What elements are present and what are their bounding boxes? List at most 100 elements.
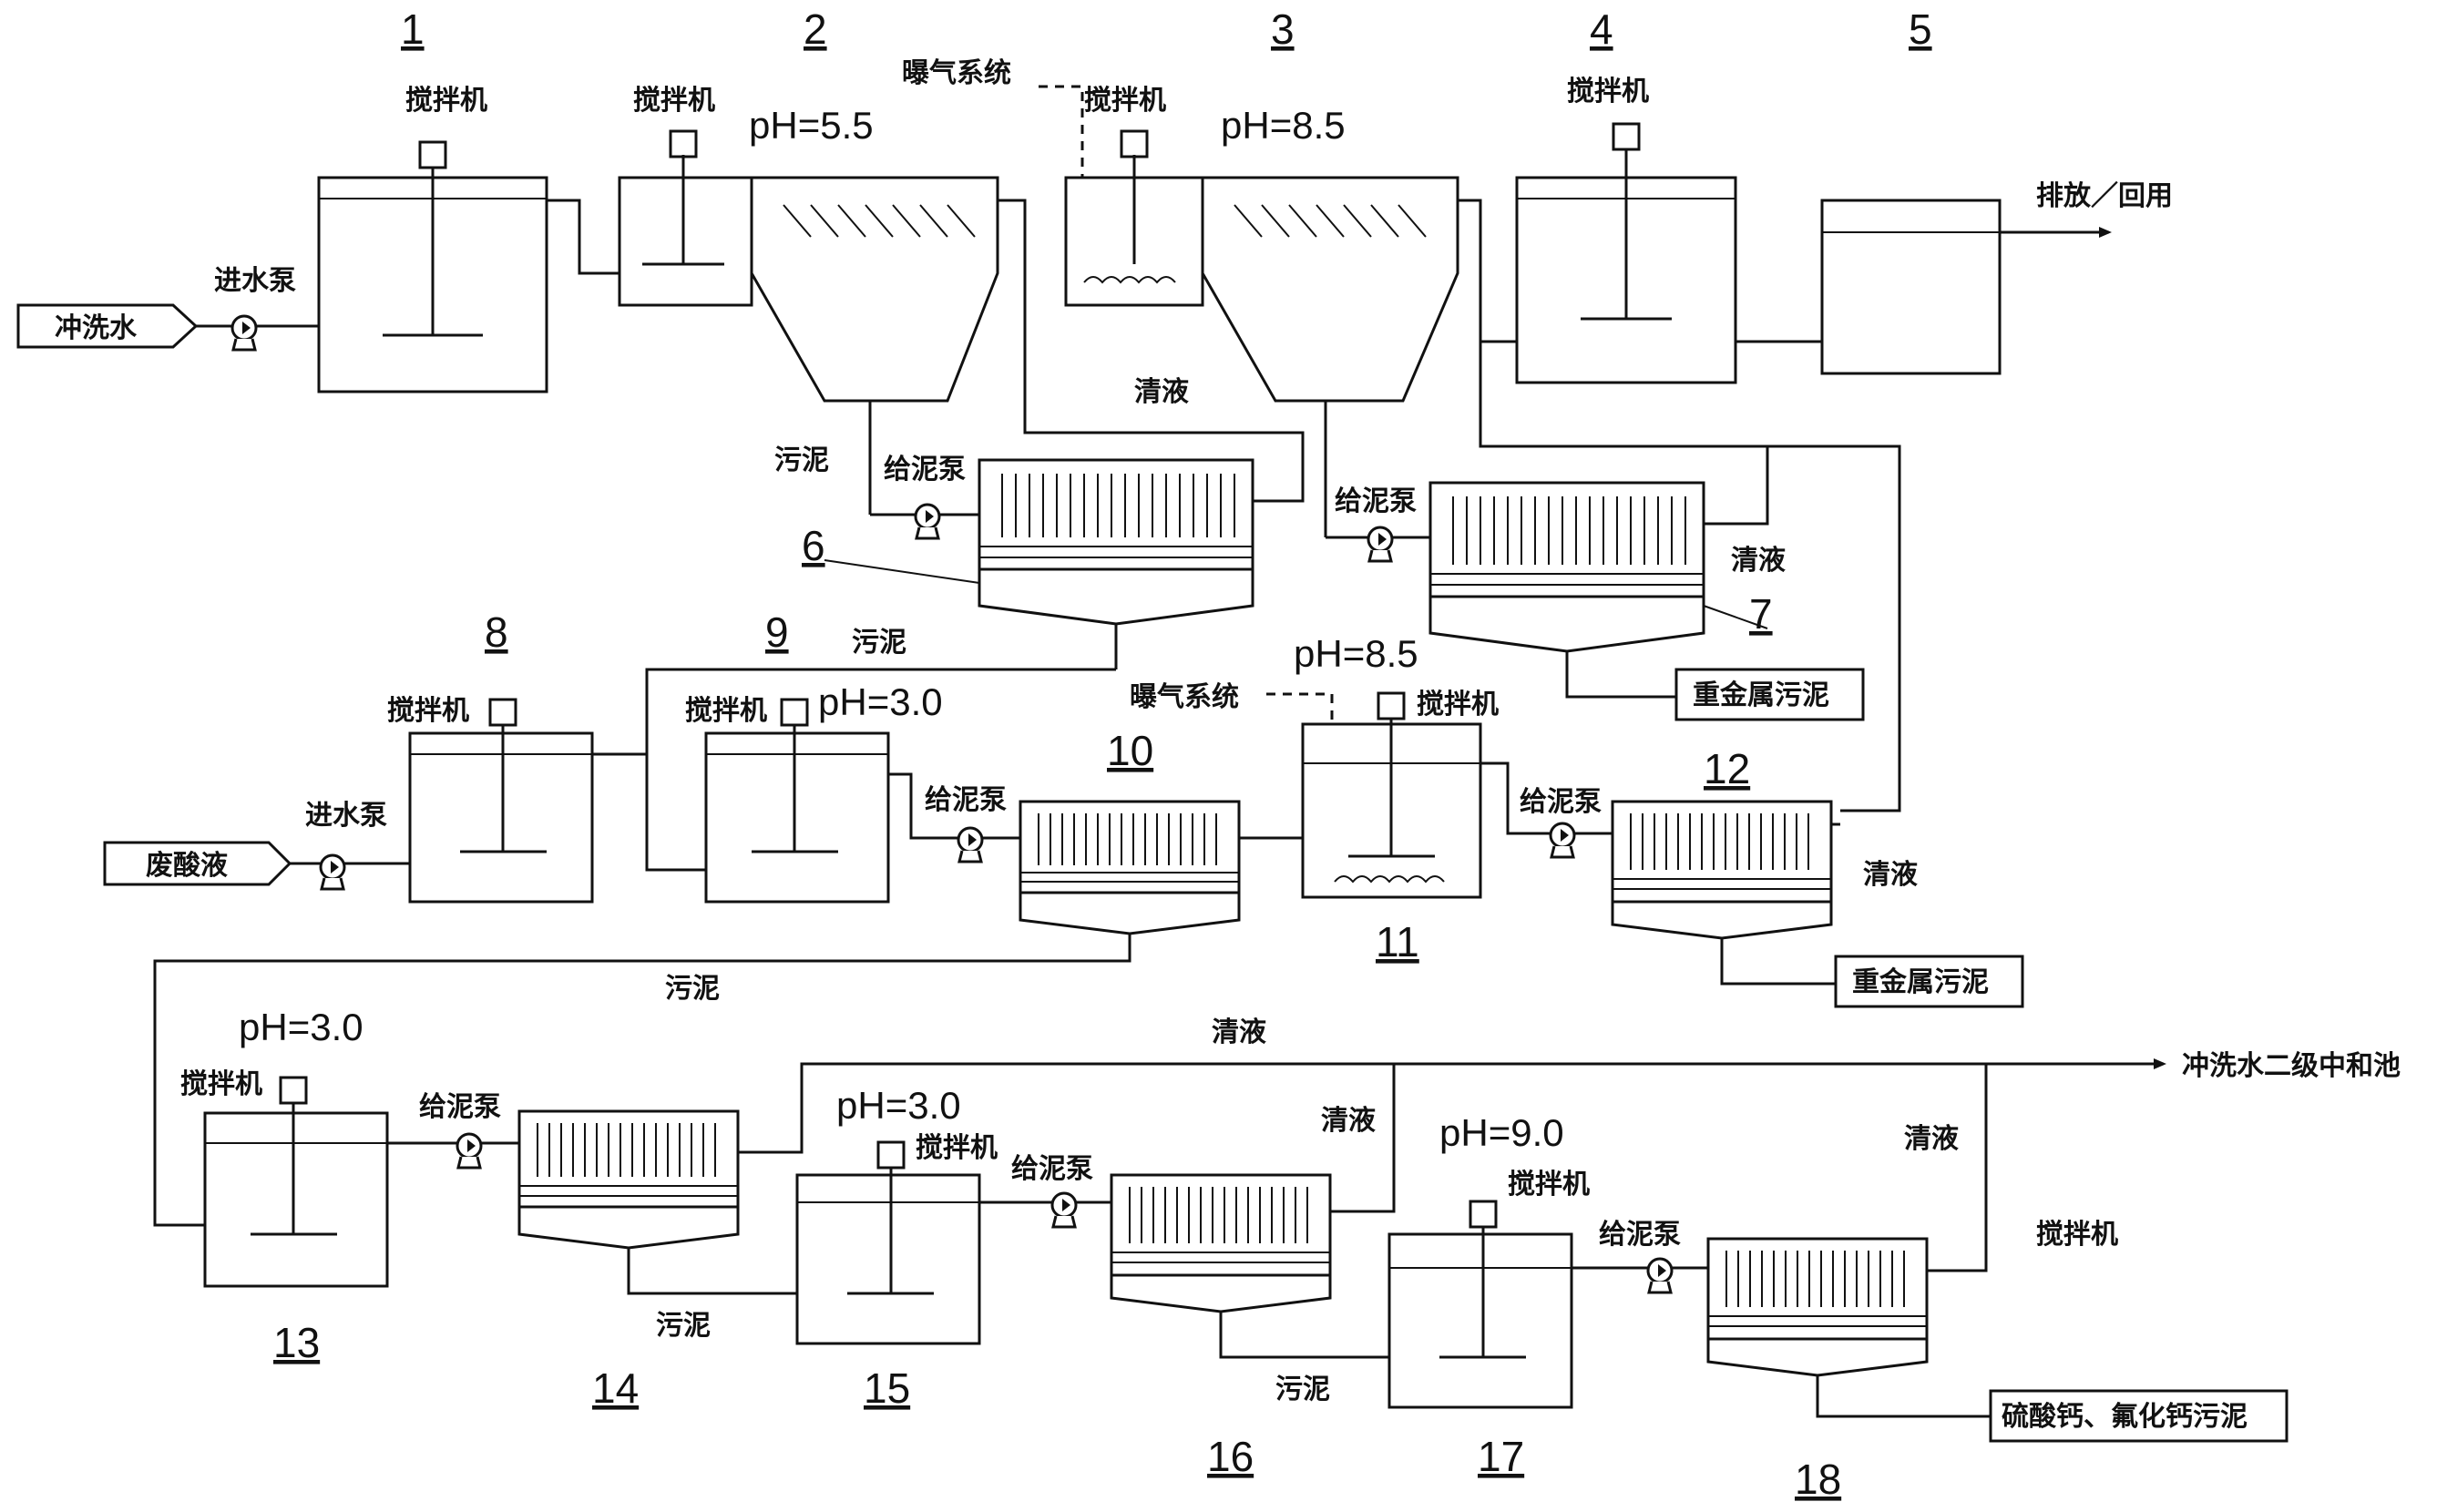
tank-13 [203, 1111, 389, 1288]
sludge-pump-label: 给泥泵 [419, 1091, 501, 1123]
ph-value-15: pH=3.0 [836, 1084, 961, 1127]
clear-liquid-label: 清液 [1321, 1105, 1376, 1137]
unit-number-5: 5 [1909, 5, 1932, 53]
unit-number-9: 9 [765, 608, 789, 656]
mixer-label: 搅拌机 [1567, 76, 1649, 107]
mixer-icon [1469, 1200, 1498, 1229]
sludge-pump-icon [1050, 1191, 1078, 1229]
sludge-label: 污泥 [852, 627, 906, 659]
inlet-pump-icon [230, 314, 258, 352]
heavy-metal-sludge-box [1674, 668, 1865, 721]
mixer-label: 搅拌机 [180, 1068, 262, 1100]
mixer-label: 搅拌机 [685, 695, 767, 727]
unit-number-12: 12 [1704, 745, 1750, 792]
unit-number-17: 17 [1478, 1433, 1524, 1480]
sludge-pump-label: 给泥泵 [1011, 1153, 1093, 1185]
clear-liquid-label: 清液 [1134, 376, 1189, 408]
unit-number-8: 8 [485, 608, 508, 656]
sludge-label: 污泥 [656, 1310, 711, 1342]
mixer-icon [418, 140, 447, 169]
ca-sludge-label: 硫酸钙、氟化钙污泥 [2002, 1401, 2248, 1433]
unit-number-15: 15 [864, 1364, 910, 1412]
ph-value-17: pH=9.0 [1439, 1111, 1564, 1154]
unit-number-11: 11 [1376, 918, 1419, 965]
mixer-label: 搅拌机 [1508, 1169, 1590, 1200]
clear-liquid-label: 清液 [1904, 1123, 1959, 1155]
settler-3 [1201, 176, 1459, 403]
sludge-label: 污泥 [665, 973, 720, 1005]
unit-number-3: 3 [1271, 5, 1295, 53]
mixer-label: 搅拌机 [405, 85, 487, 117]
ph-value-9: pH=3.0 [818, 680, 943, 723]
sludge-pump-icon [957, 826, 984, 863]
sludge-pump-label: 给泥泵 [884, 454, 966, 485]
sludge-pump-icon [456, 1132, 483, 1170]
sludge-pump-icon [1549, 822, 1576, 859]
tank-8 [408, 731, 594, 904]
sludge-label: 污泥 [1275, 1374, 1330, 1405]
mixer-icon [876, 1140, 906, 1170]
unit-number-1: 1 [401, 5, 425, 53]
clear-liquid-label: 清液 [1731, 545, 1786, 577]
sludge-pump-label: 给泥泵 [1520, 786, 1602, 818]
mixer-icon [1377, 691, 1406, 720]
tank-15 [795, 1173, 981, 1345]
filter-press-14 [517, 1109, 740, 1209]
heavy-metal-sludge-label: 重金属污泥 [1852, 966, 1989, 998]
sludge-pump-icon [914, 503, 941, 540]
filter-press-16 [1110, 1173, 1332, 1277]
flush-water-label: 冲洗水 [55, 312, 138, 344]
filter-press-10 [1019, 800, 1241, 894]
sludge-pump-label: 给泥泵 [925, 784, 1007, 816]
mixer-icon [1120, 129, 1149, 158]
ph-value-11: pH=8.5 [1294, 632, 1418, 675]
unit-number-2: 2 [804, 5, 827, 53]
heavy-metal-sludge-box [1834, 955, 2024, 1008]
sludge-pump-icon [1367, 526, 1394, 563]
sludge-pump-label: 给泥泵 [1335, 485, 1417, 517]
filter-press-12 [1611, 800, 1833, 904]
mixer-label: 搅拌机 [2036, 1219, 2118, 1251]
unit-number-6: 6 [802, 522, 825, 569]
unit-number-7: 7 [1749, 590, 1773, 638]
aeration-label: 曝气系统 [1130, 681, 1239, 713]
inlet-pump-icon [319, 853, 346, 891]
reaction-tank-2 [618, 176, 753, 307]
filter-press-6 [978, 458, 1254, 571]
aeration-label: 曝气系统 [902, 57, 1011, 89]
secondary-neutral-label: 冲洗水二级中和池 [2182, 1050, 2401, 1082]
unit-number-10: 10 [1107, 727, 1153, 774]
waste-acid-label: 废酸液 [146, 850, 228, 882]
mixer-label: 搅拌机 [633, 85, 715, 117]
unit-number-13: 13 [273, 1319, 320, 1366]
unit-number-4: 4 [1590, 5, 1613, 53]
discharge-label: 排放／回用 [2036, 180, 2173, 212]
ph-value-13: pH=3.0 [239, 1006, 364, 1048]
filter-press-7 [1428, 481, 1705, 598]
mixer-icon [488, 698, 517, 727]
ca-sludge-box [1989, 1389, 2289, 1443]
heavy-metal-sludge-label: 重金属污泥 [1693, 679, 1829, 711]
mixer-label: 搅拌机 [916, 1132, 998, 1164]
mixer-icon [780, 698, 809, 727]
unit-number-16: 16 [1207, 1433, 1254, 1480]
mixer-icon [669, 129, 698, 158]
inlet-pump-label: 进水泵 [214, 265, 296, 297]
mixer-icon [1612, 122, 1641, 151]
sludge-pump-label: 给泥泵 [1599, 1219, 1681, 1251]
mixer-label: 搅拌机 [1084, 85, 1166, 117]
clear-liquid-label: 清液 [1212, 1017, 1266, 1048]
settler-2 [750, 176, 999, 403]
tank-17 [1387, 1232, 1573, 1409]
inlet-pump-label: 进水泵 [305, 800, 387, 832]
flush-water-input [16, 303, 199, 349]
tank-9 [704, 731, 890, 904]
ph-value-3: pH=8.5 [1221, 104, 1346, 147]
waste-acid-input [103, 841, 292, 886]
ph-value-2: pH=5.5 [749, 104, 874, 147]
mixer-icon [279, 1076, 308, 1105]
tank-5 [1820, 199, 2002, 375]
sludge-label: 污泥 [774, 444, 829, 476]
